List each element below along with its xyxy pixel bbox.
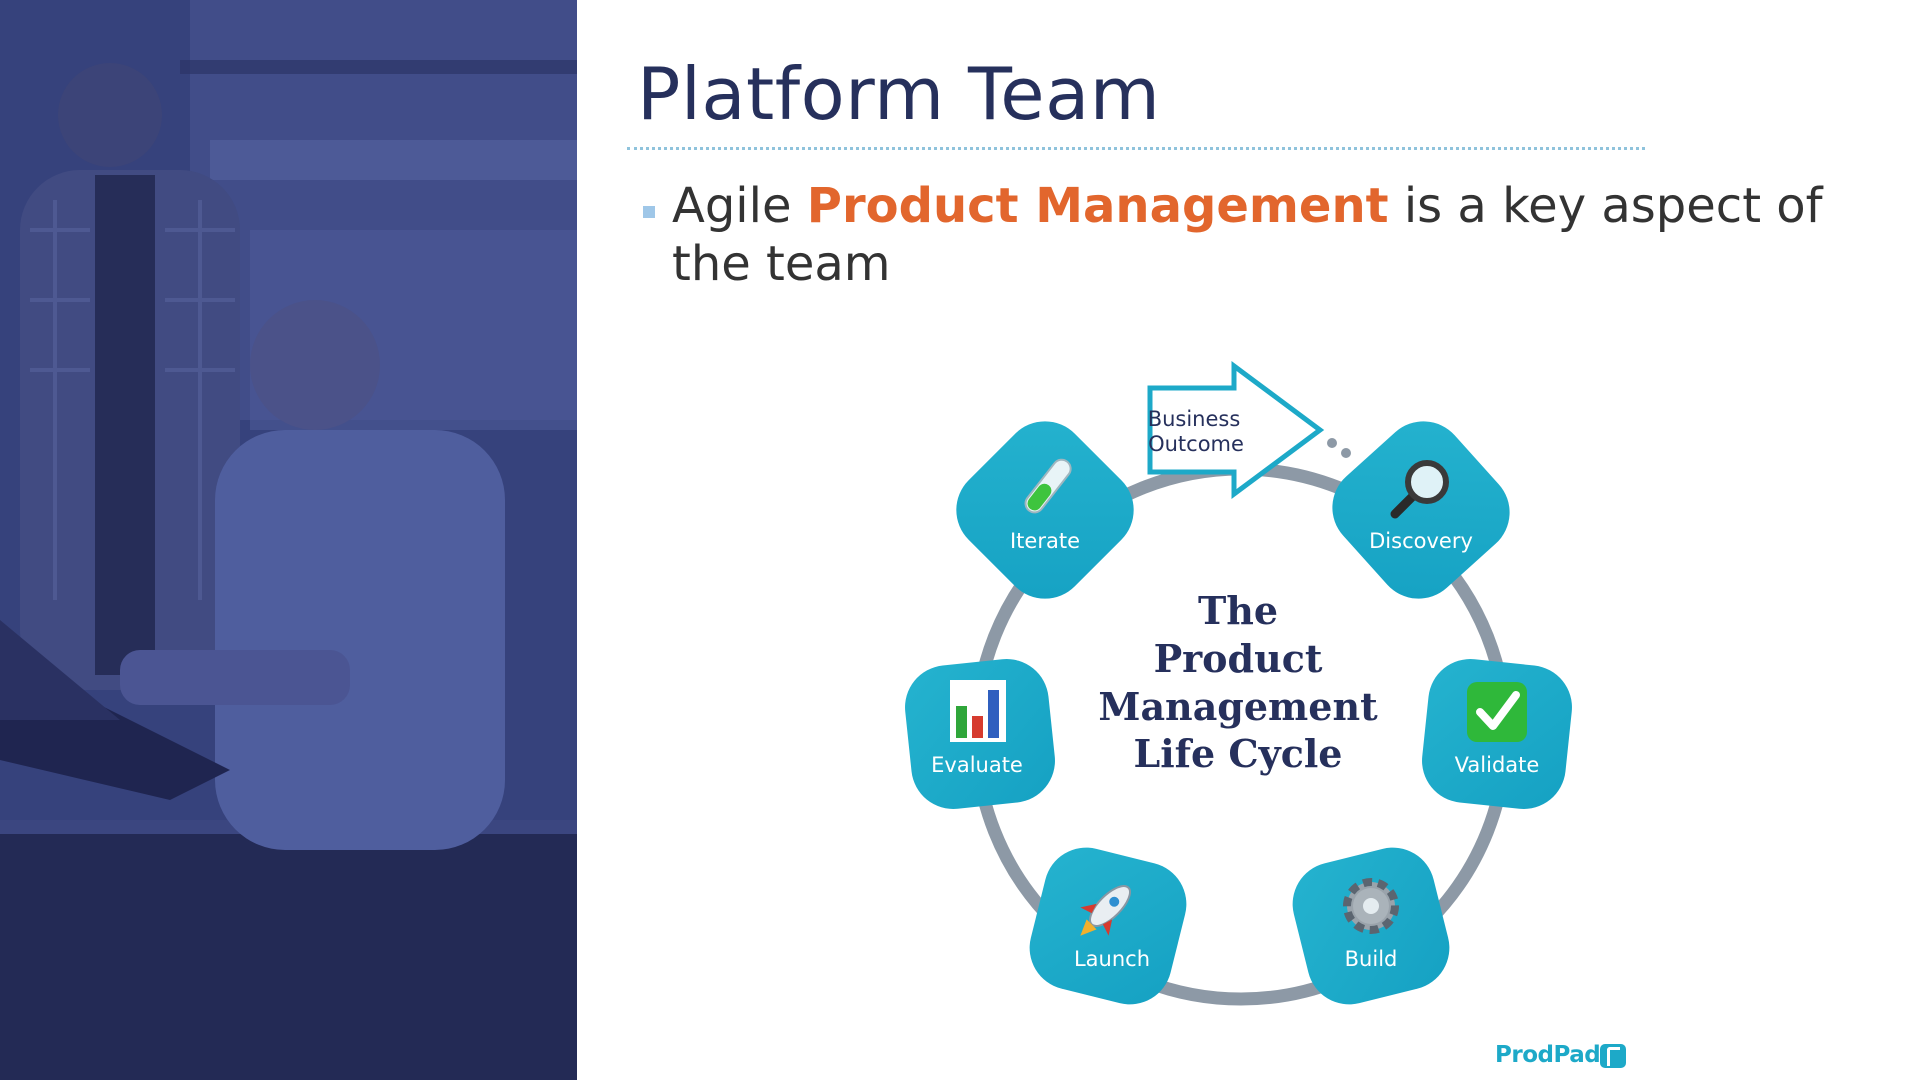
stage-label-validate: Validate xyxy=(1455,753,1540,777)
stage-label-iterate: Iterate xyxy=(1010,529,1080,553)
stage-label-build: Build xyxy=(1345,947,1398,971)
title-divider xyxy=(627,147,1645,150)
center-title-line1: The xyxy=(1198,588,1278,633)
prodpad-logo-text: ProdPad xyxy=(1495,1042,1600,1068)
prodpad-logo-icon xyxy=(1600,1044,1626,1068)
stage-discovery xyxy=(1315,404,1527,616)
bullet-text: Agile Product Management is a key aspect… xyxy=(672,177,1872,293)
arrow-label-line2: Outcome xyxy=(1148,432,1244,456)
photo-panel xyxy=(0,0,577,1080)
bullet-highlight: Product Management xyxy=(807,178,1389,234)
stage-label-evaluate: Evaluate xyxy=(931,753,1023,777)
center-title-line2: Product xyxy=(1154,636,1323,681)
center-title-line4: Life Cycle xyxy=(1134,731,1343,776)
gear-icon xyxy=(1347,882,1395,930)
arrow-label-line1: Business xyxy=(1148,407,1241,431)
lifecycle-center-title: The Product Management Life Cycle xyxy=(1098,588,1378,776)
checkmark-icon xyxy=(1467,682,1527,742)
bullet-text-start: Agile xyxy=(672,178,807,234)
bar-chart-icon xyxy=(950,680,1006,742)
slide-title: Platform Team xyxy=(637,52,1160,136)
stage-iterate xyxy=(924,389,1166,631)
stage-label-discovery: Discovery xyxy=(1369,529,1473,553)
center-title-line3: Management xyxy=(1098,684,1378,729)
stage-label-launch: Launch xyxy=(1074,947,1150,971)
people-at-laptop-photo xyxy=(0,0,577,1080)
product-lifecycle-diagram: Business Outcome The Product Management … xyxy=(880,350,1600,1030)
bullet-marker xyxy=(643,206,655,218)
